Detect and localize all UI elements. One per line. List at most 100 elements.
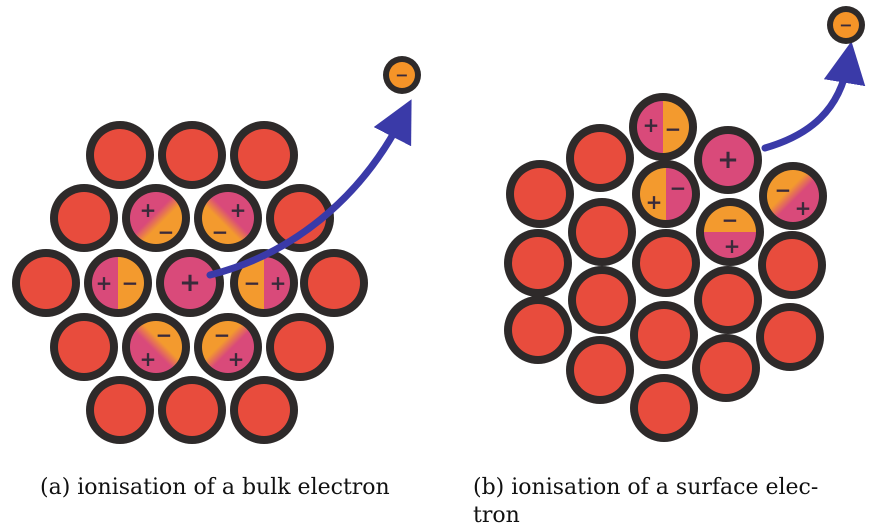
atom bbox=[50, 184, 118, 252]
atom-core bbox=[764, 311, 816, 363]
polarised-atom: −+ bbox=[122, 313, 190, 381]
atom bbox=[566, 336, 634, 404]
plus-sign: + bbox=[795, 196, 812, 220]
atom bbox=[230, 121, 298, 189]
atom bbox=[50, 313, 118, 381]
polarised-atom: −+ bbox=[194, 313, 262, 381]
atom bbox=[158, 121, 226, 189]
minus-sign: − bbox=[212, 220, 229, 244]
atom bbox=[506, 160, 574, 228]
atom-core bbox=[202, 321, 254, 373]
atom bbox=[266, 313, 334, 381]
atom-core bbox=[702, 134, 754, 186]
atom bbox=[568, 266, 636, 334]
plus-sign: + bbox=[643, 113, 660, 137]
atom bbox=[630, 374, 698, 442]
minus-sign: − bbox=[244, 271, 261, 295]
plus-sign: + bbox=[717, 145, 739, 175]
atom bbox=[694, 266, 762, 334]
plus-sign: + bbox=[724, 234, 741, 258]
plus-sign: + bbox=[179, 268, 201, 298]
atom-core bbox=[238, 257, 290, 309]
atom bbox=[630, 301, 698, 369]
atom-core bbox=[92, 257, 144, 309]
caption-panel-a: (a) ionisation of a bulk electron bbox=[40, 475, 390, 500]
caption-panel-b-line1: (b) ionisation of a surface elec- bbox=[473, 475, 819, 500]
atom bbox=[12, 249, 80, 317]
atom-core bbox=[274, 192, 326, 244]
plus-sign: + bbox=[228, 347, 245, 371]
plus-sign: + bbox=[140, 198, 157, 222]
caption-panel-b-line2: tron bbox=[473, 503, 520, 528]
minus-sign: − bbox=[158, 220, 175, 244]
atom-core bbox=[130, 192, 182, 244]
emitted-electron: − bbox=[383, 56, 421, 94]
atom-core bbox=[700, 342, 752, 394]
atom bbox=[632, 229, 700, 297]
atom bbox=[758, 231, 826, 299]
emitted-electron: − bbox=[827, 6, 865, 44]
polarised-atom: +− bbox=[84, 249, 152, 317]
minus-sign: − bbox=[775, 178, 792, 202]
minus-sign: − bbox=[722, 208, 739, 232]
minus-sign: − bbox=[670, 176, 687, 200]
minus-sign: − bbox=[395, 66, 408, 85]
atom-core bbox=[574, 344, 626, 396]
minus-sign: − bbox=[156, 323, 173, 347]
atom-core bbox=[576, 274, 628, 326]
atom bbox=[230, 376, 298, 444]
atom-core bbox=[637, 101, 689, 153]
polarised-atom: +− bbox=[122, 184, 190, 252]
atom-core bbox=[58, 192, 110, 244]
ionised-atom: + bbox=[156, 249, 224, 317]
atom-core bbox=[512, 304, 564, 356]
atom-core bbox=[238, 129, 290, 181]
panel-b-surface: +−+−+−+−+− bbox=[504, 6, 866, 442]
atom-core bbox=[766, 239, 818, 291]
atom bbox=[504, 229, 572, 297]
polarised-atom: +− bbox=[629, 93, 697, 161]
atom-core bbox=[202, 192, 254, 244]
atom bbox=[566, 124, 634, 192]
plus-sign: + bbox=[140, 347, 157, 371]
atom bbox=[756, 303, 824, 371]
atom-core bbox=[166, 384, 218, 436]
atom-core bbox=[767, 170, 819, 222]
ejection-arrow bbox=[761, 41, 866, 152]
plus-sign: + bbox=[646, 190, 663, 214]
atom-core bbox=[514, 168, 566, 220]
caption-panel-b: (b) ionisation of a surface elec- tron bbox=[473, 474, 873, 530]
minus-sign: − bbox=[665, 117, 682, 141]
atom-core bbox=[512, 237, 564, 289]
atom-core bbox=[94, 384, 146, 436]
atom-core bbox=[164, 257, 216, 309]
atom bbox=[568, 198, 636, 266]
atom bbox=[300, 249, 368, 317]
atom bbox=[86, 376, 154, 444]
atom-core bbox=[308, 257, 360, 309]
atom-core bbox=[574, 132, 626, 184]
polarised-atom: +− bbox=[194, 184, 262, 252]
plus-sign: + bbox=[230, 198, 247, 222]
atom-core bbox=[238, 384, 290, 436]
plus-sign: + bbox=[270, 271, 287, 295]
atom-core bbox=[640, 168, 692, 220]
atom-core bbox=[638, 382, 690, 434]
atom-core bbox=[702, 274, 754, 326]
atom bbox=[692, 334, 760, 402]
polarised-atom: −+ bbox=[759, 162, 827, 230]
atom-core bbox=[576, 206, 628, 258]
atom bbox=[266, 184, 334, 252]
atom-core bbox=[166, 129, 218, 181]
polarised-atom: −+ bbox=[696, 198, 764, 266]
atom-core bbox=[20, 257, 72, 309]
atom-core bbox=[638, 309, 690, 361]
minus-sign: − bbox=[839, 16, 852, 35]
polarised-atom: −+ bbox=[632, 160, 700, 228]
ejection-arrow bbox=[206, 99, 412, 279]
atom-core bbox=[274, 321, 326, 373]
atom bbox=[86, 121, 154, 189]
atom-core bbox=[94, 129, 146, 181]
minus-sign: − bbox=[122, 271, 139, 295]
